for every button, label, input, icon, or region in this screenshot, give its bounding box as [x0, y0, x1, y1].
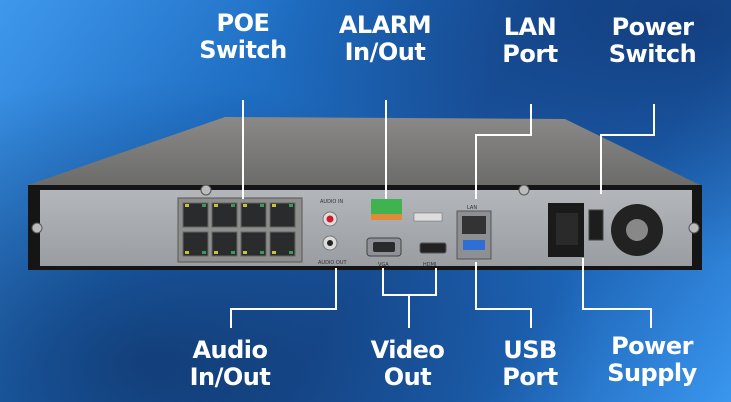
port-led [231, 204, 235, 207]
power-switch-connector [653, 104, 655, 136]
audio-in-text: AUDIO IN [320, 199, 343, 205]
port-led [289, 204, 293, 207]
lan-port [462, 216, 486, 234]
audio-connector [335, 268, 337, 310]
svg-text:VGA: VGA [378, 262, 389, 268]
screw [31, 222, 43, 234]
port-led [214, 204, 218, 207]
port-led [214, 251, 218, 254]
port-led [185, 251, 189, 254]
svg-text:LAN: LAN [467, 205, 477, 211]
port-led [243, 251, 247, 254]
power-switch [588, 209, 604, 241]
device-top-lid [28, 117, 702, 186]
lan-connector [530, 104, 532, 136]
rs485-terminal [413, 212, 443, 222]
svg-text:HDMI: HDMI [423, 262, 436, 268]
port-led [185, 204, 189, 207]
screw [200, 184, 212, 196]
poe-ports [182, 202, 296, 257]
port-led [231, 251, 235, 254]
port-led [202, 204, 206, 207]
video-connector [382, 268, 384, 296]
port-led [260, 204, 264, 207]
usb-connector [475, 262, 477, 310]
alarm-connector [385, 100, 387, 199]
screw [518, 184, 530, 196]
audio-out-text: AUDIO OUT [318, 260, 348, 266]
poe-connector [242, 100, 244, 199]
port-led [272, 204, 276, 207]
port-led [289, 251, 293, 254]
hdmi-port [419, 242, 447, 254]
alarm-terminal [371, 199, 402, 214]
port-led [243, 204, 247, 207]
port-led [202, 251, 206, 254]
power-supply-connector [582, 258, 584, 310]
port-led [260, 251, 264, 254]
usb-port [463, 240, 485, 250]
port-led [272, 251, 276, 254]
screw [688, 222, 700, 234]
